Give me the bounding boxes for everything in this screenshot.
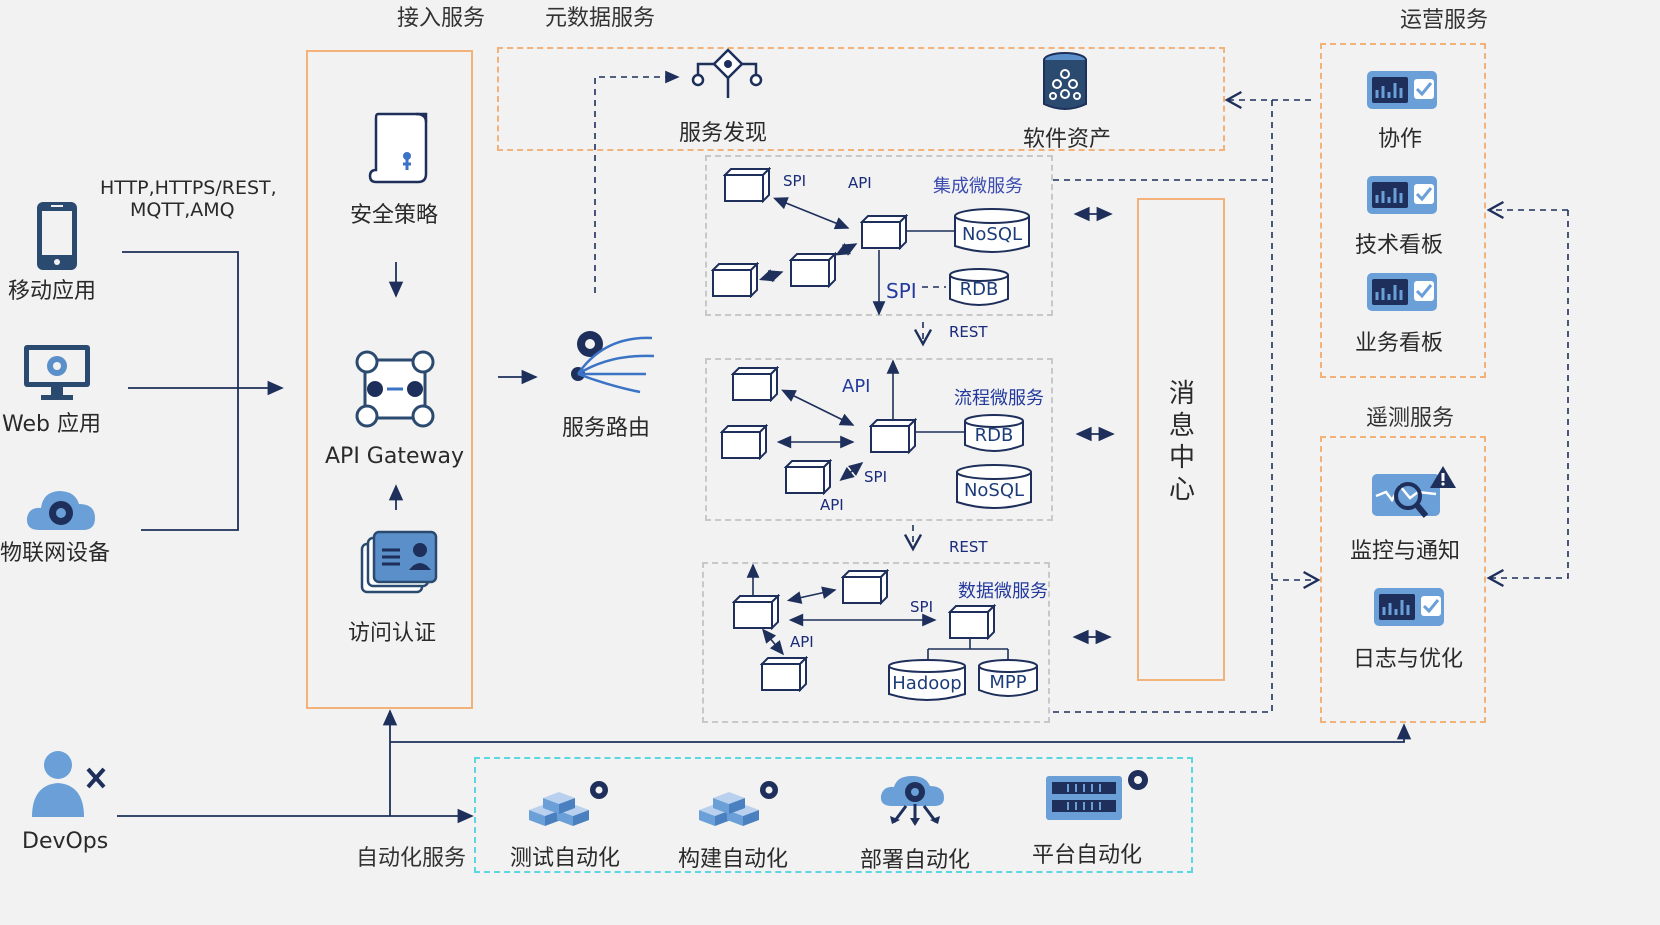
deploy-automation-icon [880, 776, 944, 826]
automation-item-test: 测试自动化 [510, 846, 621, 871]
process-microservice-box [705, 358, 1053, 521]
service-cube-icon [789, 252, 837, 288]
message-center-label: 消 息 中 心 [1166, 378, 1198, 506]
integration-spi-big-label: SPI [886, 279, 917, 303]
integration-microservice-title: 集成微服务 [933, 176, 1023, 197]
mpp-database-icon: MPP [978, 659, 1038, 697]
devops-label: DevOps [22, 829, 109, 854]
protocols-label-1: HTTP,HTTPS/REST, [100, 177, 277, 199]
message-center-char: 心 [1168, 475, 1195, 505]
process-rdb-text: RDB [975, 425, 1014, 446]
integration-api-label: API [848, 174, 872, 192]
automation-item-deploy: 部署自动化 [860, 848, 971, 873]
telemetry-item-monitoring: 监控与通知 [1350, 539, 1461, 564]
data-spi-label: SPI [910, 598, 933, 616]
section-automation-title: 自动化服务 [356, 846, 467, 871]
software-assets-label: 软件资产 [1023, 127, 1112, 152]
ops-item-collaboration: 协作 [1378, 127, 1423, 152]
monitor-icon [24, 345, 90, 400]
message-center-char: 消 [1168, 379, 1195, 409]
service-cube-icon [869, 418, 917, 454]
id-card-icon [360, 530, 438, 594]
section-access-title: 接入服务 [397, 6, 486, 31]
devops-user-icon [32, 751, 106, 817]
hadoop-database-icon: Hadoop [888, 659, 966, 701]
iot-device-label: 物联网设备 [0, 541, 111, 566]
software-assets-database-icon [1043, 52, 1087, 110]
message-center-char: 息 [1168, 411, 1195, 441]
operations-service-box [1320, 43, 1486, 378]
automation-service-box [474, 757, 1193, 873]
process-api-label: API [842, 376, 871, 397]
security-policy-label: 安全策略 [350, 203, 439, 228]
business-dashboard-icon [1367, 273, 1437, 311]
section-operations-title: 运营服务 [1400, 8, 1489, 33]
logs-dashboard-icon [1374, 588, 1444, 626]
data-microservice-title: 数据微服务 [958, 581, 1048, 602]
service-cube-icon [731, 366, 779, 402]
rest-label-2: REST [949, 538, 988, 556]
ops-item-business-dashboard: 业务看板 [1355, 331, 1444, 356]
data-api-label: API [790, 633, 814, 651]
process-microservice-title: 流程微服务 [954, 388, 1044, 409]
service-cube-icon [841, 569, 889, 605]
rdb-database-icon: RDB [964, 414, 1024, 452]
collaboration-dashboard-icon [1367, 71, 1437, 109]
service-cube-icon [860, 214, 908, 250]
api-gateway-icon [355, 350, 435, 428]
message-center-char: 中 [1168, 443, 1195, 473]
telemetry-service-box [1320, 436, 1486, 723]
telemetry-item-logs: 日志与优化 [1353, 647, 1464, 672]
platform-automation-icon [1046, 770, 1148, 820]
monitor-alert-icon [1372, 466, 1456, 518]
nosql-database-icon: NoSQL [954, 208, 1030, 253]
data-mpp-text: MPP [989, 672, 1026, 693]
service-cube-icon [784, 459, 832, 495]
service-discovery-label: 服务发现 [679, 121, 768, 146]
tech-dashboard-icon [1367, 176, 1437, 214]
build-automation-icon [699, 781, 778, 826]
service-cube-icon [732, 594, 780, 630]
nosql-database-icon: NoSQL [956, 464, 1032, 509]
process-spi-label: SPI [864, 468, 887, 486]
data-hadoop-text: Hadoop [892, 673, 961, 694]
service-cube-icon [760, 656, 808, 692]
service-cube-icon [948, 604, 996, 640]
protocols-label-2: MQTT,AMQ [130, 199, 235, 221]
test-automation-icon [529, 781, 608, 826]
cloud-gear-icon [26, 491, 95, 530]
security-policy-scroll-icon [368, 112, 428, 184]
metadata-service-box [497, 47, 1225, 151]
rest-label-1: REST [949, 323, 988, 341]
integration-nosql-text: NoSQL [962, 224, 1022, 245]
service-discovery-icon [691, 48, 763, 98]
service-routing-icon [571, 331, 655, 394]
ops-item-tech-dashboard: 技术看板 [1355, 233, 1444, 258]
service-routing-label: 服务路由 [562, 416, 651, 441]
web-app-label: Web 应用 [2, 412, 101, 437]
mobile-app-label: 移动应用 [8, 279, 97, 304]
integration-spi-label: SPI [783, 172, 806, 190]
section-telemetry-title: 遥测服务 [1366, 406, 1455, 431]
process-nosql-text: NoSQL [964, 480, 1024, 501]
automation-item-platform: 平台自动化 [1032, 843, 1143, 868]
mobile-phone-icon [37, 202, 77, 270]
access-service-box [306, 50, 473, 709]
service-cube-icon [723, 167, 771, 203]
process-api2-label: API [820, 496, 844, 514]
message-center-box [1137, 198, 1225, 681]
section-metadata-title: 元数据服务 [545, 6, 656, 31]
rdb-database-icon: RDB [949, 268, 1009, 306]
automation-item-build: 构建自动化 [678, 847, 789, 872]
access-auth-label: 访问认证 [348, 621, 437, 646]
integration-rdb-text: RDB [960, 279, 999, 300]
service-cube-icon [711, 262, 759, 298]
service-cube-icon [720, 424, 768, 460]
api-gateway-label: API Gateway [325, 444, 464, 469]
data-microservice-box [702, 562, 1050, 723]
